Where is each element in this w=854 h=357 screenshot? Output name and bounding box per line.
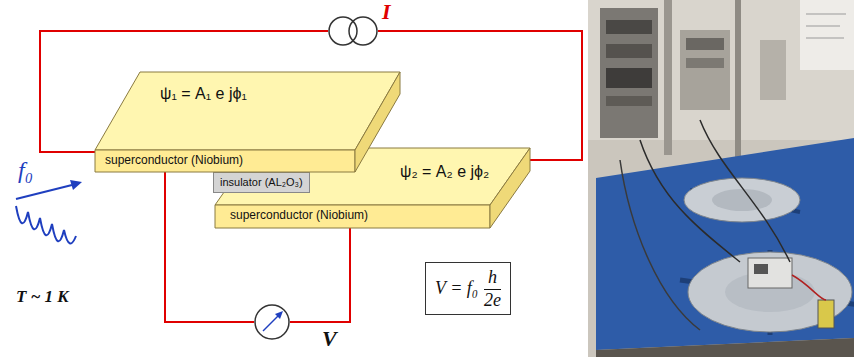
temperature-label: T ~ 1 K <box>16 288 69 305</box>
microwave-wave <box>16 180 82 244</box>
formula-main: V = f₀ <box>435 278 478 299</box>
material-label: superconductor (Niobium) <box>105 154 243 166</box>
current-label: I <box>382 1 391 23</box>
wave-arrow-head <box>70 180 82 190</box>
frequency-label: f₀ <box>18 158 33 182</box>
voltmeter-symbol <box>254 304 290 340</box>
wave-arrow-line <box>16 185 72 199</box>
voltage-label: V <box>322 328 337 350</box>
wavefunction-label: ψ₂ = A₂ e jϕ₂ <box>400 164 489 180</box>
current-source-symbol <box>328 16 378 46</box>
fraction-denominator: 2e <box>484 290 501 311</box>
fraction-numerator: h <box>484 267 501 290</box>
formula-box: V = f₀ h2e <box>425 262 511 315</box>
formula-fraction: h2e <box>484 267 501 310</box>
voltmeter: V <box>254 304 290 340</box>
insulator-label: insulator (AL₂O₃) <box>220 176 303 189</box>
wire <box>290 228 350 322</box>
current-source: I <box>328 16 378 46</box>
material-label: superconductor (Niobium) <box>230 209 368 221</box>
superconductor-slab: ψ₁ = A₁ e jϕ₁ superconductor (Niobium) <box>95 72 400 172</box>
wave-line <box>16 206 76 244</box>
formula-text: V = f₀ <box>435 278 478 299</box>
wavefunction-label: ψ₁ = A₁ e jϕ₁ <box>160 86 247 102</box>
insulator-layer: insulator (AL₂O₃) <box>213 172 310 193</box>
lab-photo <box>588 0 854 357</box>
wire <box>378 31 582 160</box>
